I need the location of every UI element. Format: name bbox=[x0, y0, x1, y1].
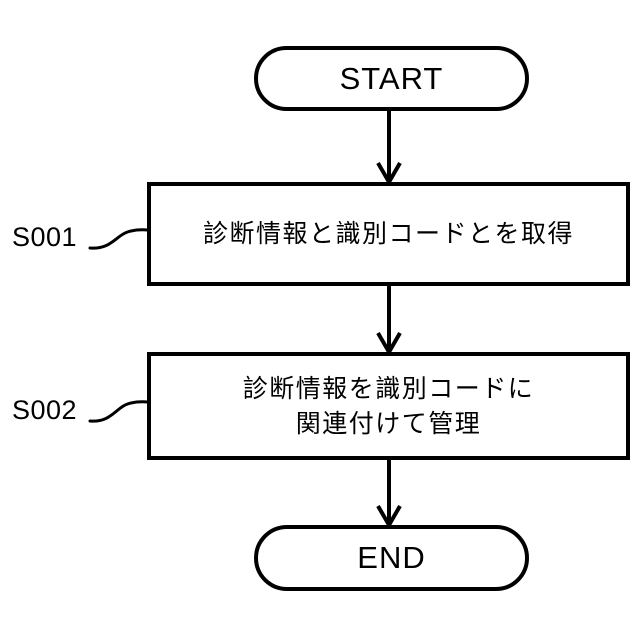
end-terminator-shape bbox=[254, 525, 529, 591]
start-terminator-shape bbox=[254, 46, 529, 111]
leader-line-s001 bbox=[88, 228, 151, 250]
process-box-s001-shape bbox=[147, 182, 630, 286]
step-label-s001: S001 bbox=[12, 222, 78, 252]
process-box-s002-shape bbox=[147, 352, 630, 460]
step-label-s002: S002 bbox=[12, 395, 78, 425]
leader-line-s002 bbox=[88, 400, 151, 423]
